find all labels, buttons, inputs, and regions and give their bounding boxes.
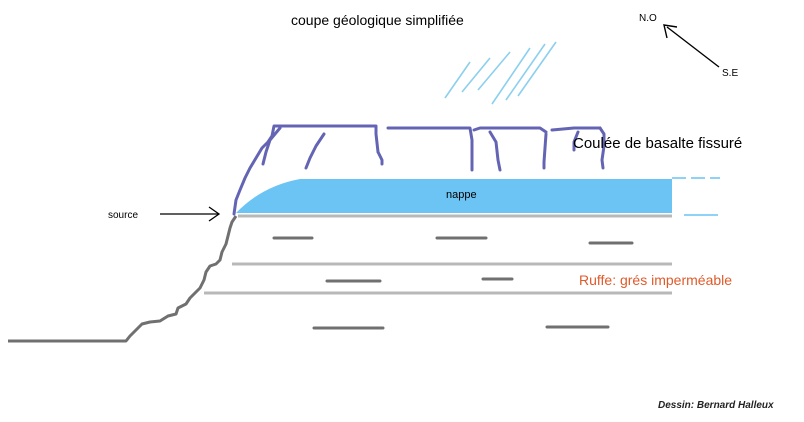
ground-profile: [8, 215, 238, 343]
author-credit: Dessin: Bernard Halleux: [658, 400, 774, 411]
orientation-arrow: [663, 24, 720, 68]
sandstone-dashes: [272, 236, 634, 330]
impermeable-layer-label: Ruffe: grés imperméable: [579, 272, 733, 288]
diagram-title: coupe géologique simplifiée: [291, 12, 464, 28]
layer-boundaries: [204, 214, 672, 295]
north-west-label: N.O: [639, 13, 657, 24]
aquifer-label: nappe: [446, 189, 477, 201]
basalt-layer: [232, 124, 606, 216]
source-arrow: [160, 206, 221, 222]
aquifer-layer: [236, 177, 720, 216]
basalt-label: Coulée de basalte fissuré: [573, 135, 743, 152]
south-east-label: S.E: [722, 68, 739, 79]
rain-lines: [444, 41, 557, 105]
source-label: source: [108, 210, 139, 221]
